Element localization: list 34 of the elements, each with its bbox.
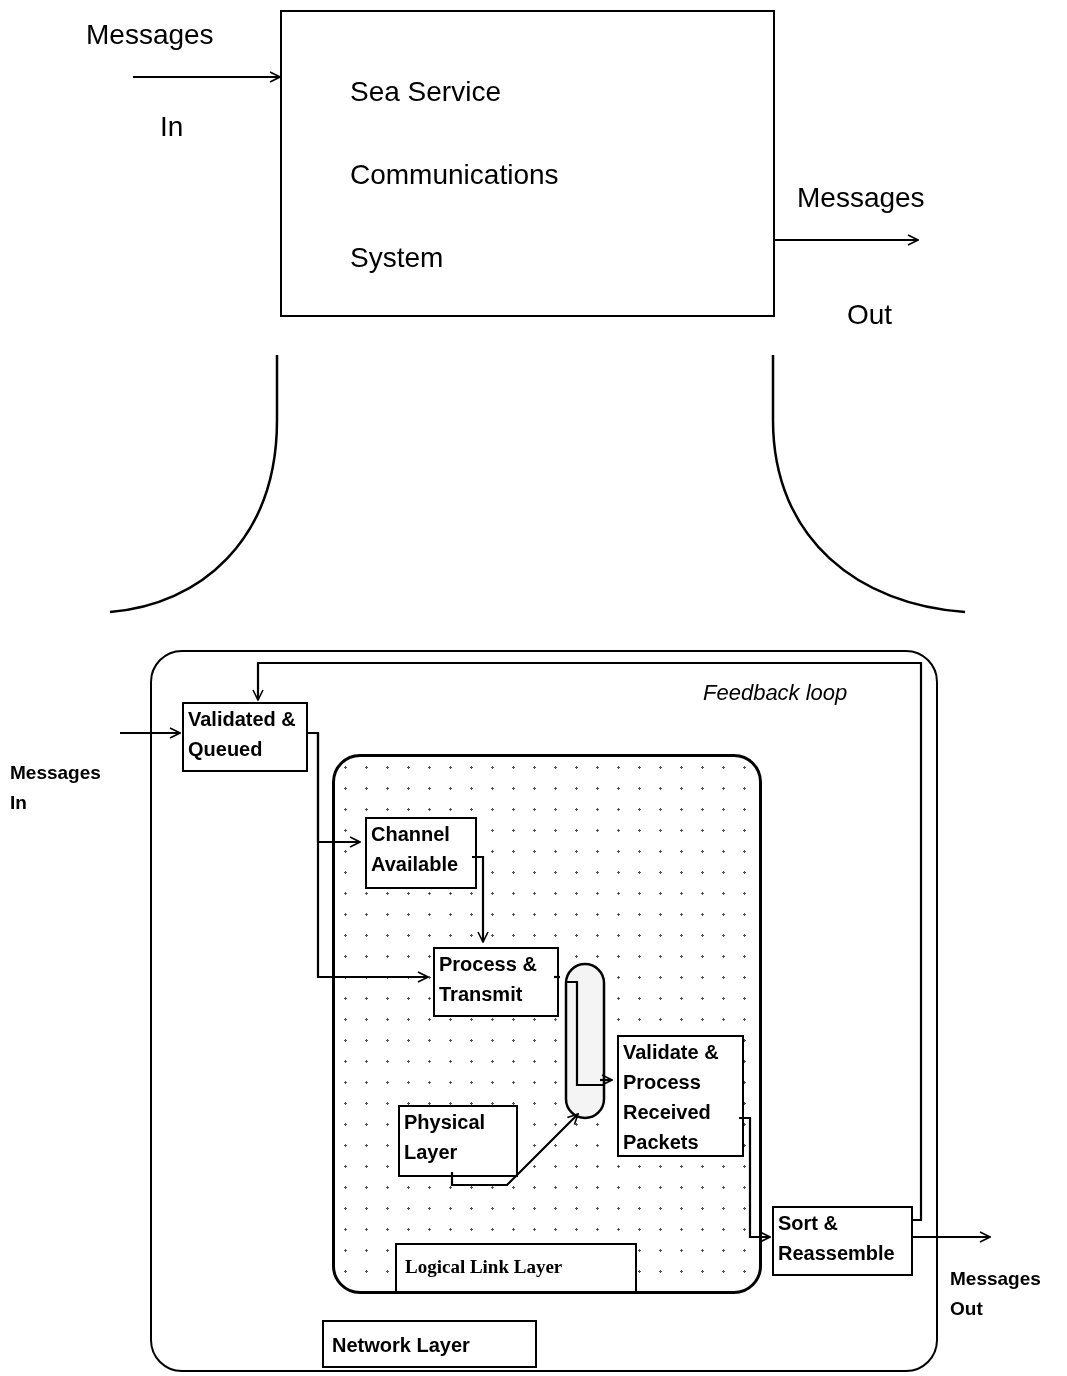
box-text: Validate & Process Received Packets (622, 1040, 720, 1155)
arrow (472, 855, 489, 943)
process-box (365, 817, 477, 889)
arrow (252, 661, 923, 1222)
arrow (133, 71, 281, 83)
arrow (450, 1113, 579, 1187)
process-box (772, 1206, 913, 1276)
process-box (617, 1035, 744, 1157)
logical-link-region (332, 754, 762, 1294)
arrow (911, 1231, 991, 1243)
layer-label: Network Layer (322, 1320, 537, 1368)
text-label: Messages (86, 18, 214, 52)
arrow (600, 1074, 613, 1086)
arrow (739, 1116, 771, 1243)
process-box (398, 1105, 518, 1177)
text-label: Messages In (10, 761, 102, 815)
arrow (120, 727, 181, 739)
box-text: Process & Transmit (438, 952, 538, 1007)
system-title: Sea Service Communications System (350, 75, 560, 275)
box-text: Physical Layer (403, 1110, 487, 1165)
text-label: Out (847, 298, 893, 332)
process-box (182, 702, 308, 772)
process-box (433, 947, 559, 1017)
network-layer-region (150, 650, 938, 1372)
text-label: Messages Out (950, 1267, 1042, 1321)
text-label: Feedback loop (703, 679, 848, 707)
box-text: Sort & Reassemble (777, 1211, 896, 1266)
arrow (775, 234, 919, 246)
system-box (280, 10, 775, 317)
layer-label: Logical Link Layer (395, 1243, 637, 1293)
box-text: Validated & Queued (187, 707, 297, 762)
box-text: Channel Available (370, 822, 460, 877)
text-label: Messages (797, 181, 925, 215)
text-label: In (160, 110, 184, 144)
